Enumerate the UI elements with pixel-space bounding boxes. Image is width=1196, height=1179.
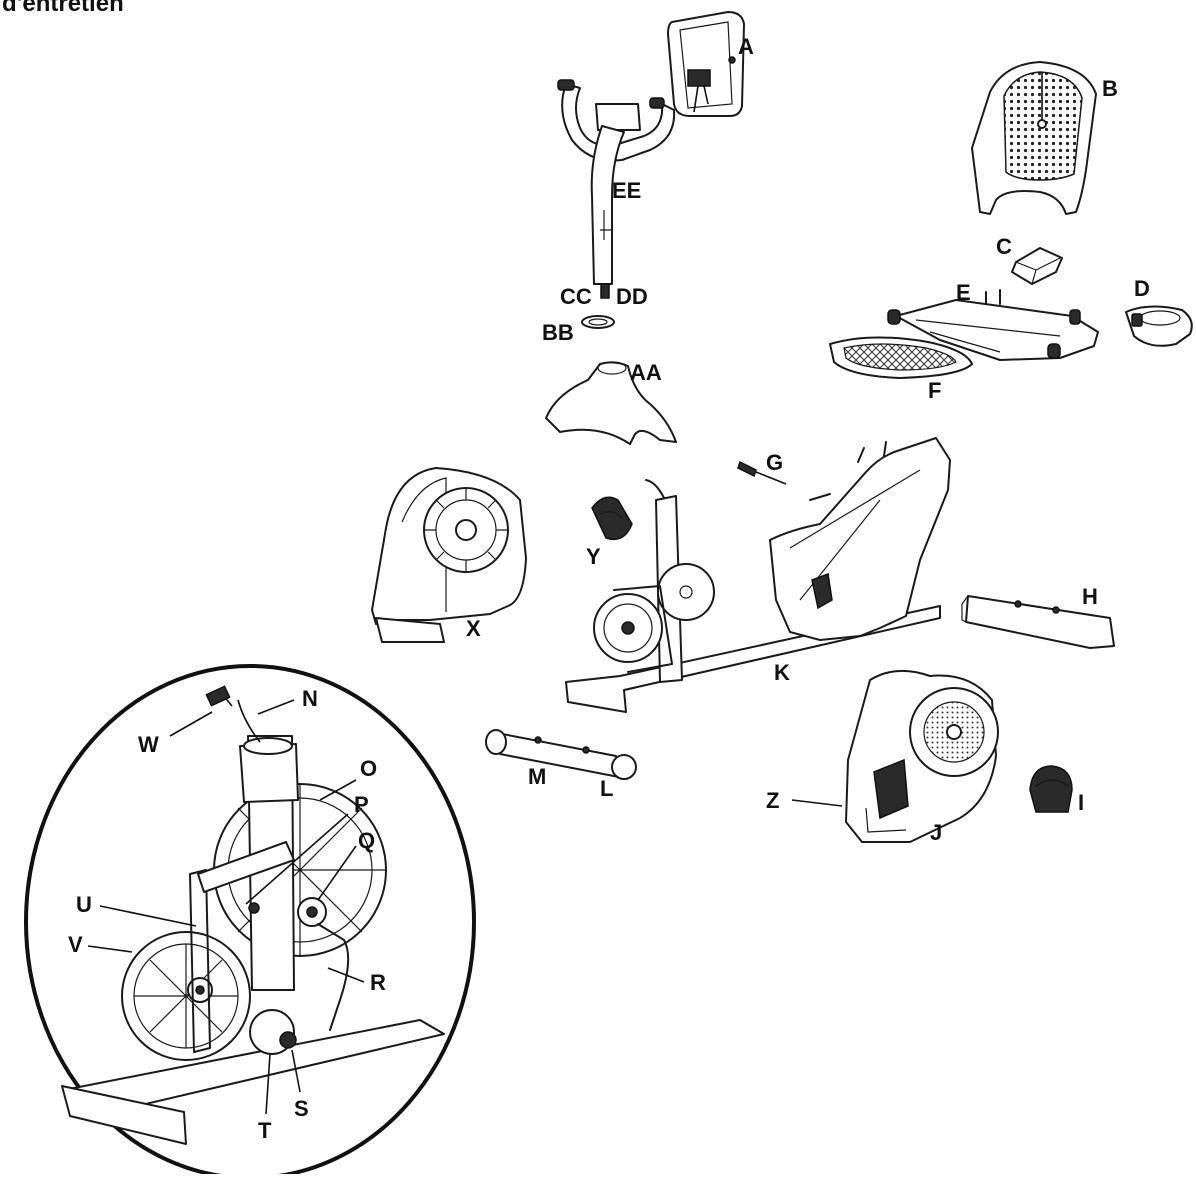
section-heading: d'entretien — [2, 0, 124, 17]
label-F: F — [928, 378, 941, 403]
part-main-frame — [565, 437, 951, 713]
part-left-pedal — [591, 496, 633, 541]
part-labels: A B EE C D E CC DD BB AA F G Y H X K N W… — [68, 34, 1150, 1143]
label-T: T — [258, 1118, 272, 1143]
part-console — [667, 11, 745, 117]
label-A: A — [738, 34, 754, 59]
label-AA: AA — [630, 360, 662, 385]
part-seat-frame — [887, 289, 1099, 361]
label-M: M — [528, 764, 546, 789]
label-K: K — [774, 660, 790, 685]
label-DD: DD — [616, 284, 648, 309]
label-N: N — [302, 686, 318, 711]
label-CC: CC — [560, 284, 592, 309]
label-Z: Z — [766, 788, 779, 813]
label-EE: EE — [612, 178, 641, 203]
part-right-pedal — [1029, 765, 1073, 813]
part-front-stabilizer — [485, 729, 637, 780]
part-clip — [1011, 247, 1063, 285]
part-seat — [829, 336, 973, 379]
label-J: J — [930, 820, 942, 845]
part-screw — [737, 460, 787, 485]
part-left-shroud — [371, 467, 527, 643]
label-L: L — [600, 776, 613, 801]
label-R: R — [370, 970, 386, 995]
label-B: B — [1102, 76, 1118, 101]
label-V: V — [68, 932, 83, 957]
label-W: W — [138, 732, 159, 757]
label-Q: Q — [358, 828, 375, 853]
part-ring — [581, 315, 615, 329]
label-H: H — [1082, 584, 1098, 609]
label-C: C — [996, 234, 1012, 259]
part-shroud — [545, 361, 677, 445]
part-seat-back — [971, 61, 1097, 215]
label-BB: BB — [542, 320, 574, 345]
label-P: P — [354, 792, 369, 817]
label-X: X — [466, 616, 481, 641]
part-right-shroud — [845, 669, 999, 843]
detail-inset — [24, 664, 476, 1179]
leader-lines — [87, 699, 843, 1115]
label-D: D — [1134, 276, 1150, 301]
label-E: E — [956, 280, 971, 305]
part-handlebar — [557, 79, 676, 299]
part-bottle-holder — [1125, 305, 1193, 347]
label-G: G — [766, 450, 783, 475]
part-rear-stabilizer — [961, 595, 1115, 649]
label-Y: Y — [586, 544, 601, 569]
label-O: O — [360, 756, 377, 781]
label-I: I — [1078, 790, 1084, 815]
label-U: U — [76, 892, 92, 917]
label-S: S — [294, 1096, 309, 1121]
